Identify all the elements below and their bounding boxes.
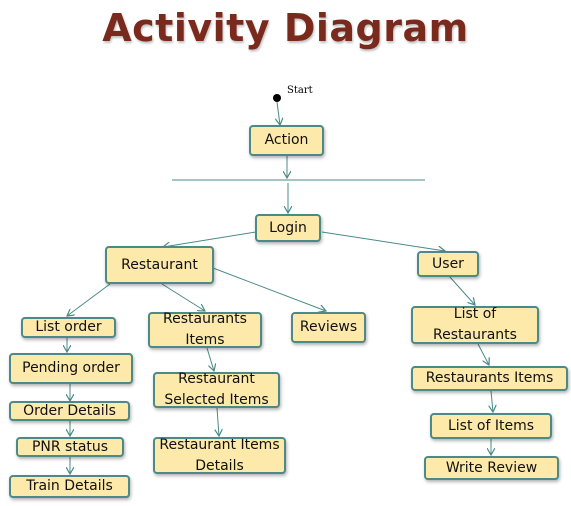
node-login: Login bbox=[255, 214, 321, 242]
node-pnr-status: PNR status bbox=[16, 437, 124, 457]
node-order-details: Order Details bbox=[9, 401, 130, 421]
node-restaurant: Restaurant bbox=[105, 246, 214, 284]
node-action: Action bbox=[249, 125, 324, 156]
edge-selected-details bbox=[217, 407, 219, 436]
node-list-of-items: List of Items bbox=[430, 413, 552, 439]
node-restaurant-selected-items: Restaurant Selected Items bbox=[153, 371, 280, 408]
node-restaurant-items-details: Restaurant Items Details bbox=[153, 437, 286, 474]
node-user: User bbox=[417, 251, 479, 277]
node-list-of-restaurants: List of Restaurants bbox=[411, 306, 539, 344]
edge-restaurant-reviews bbox=[212, 267, 326, 311]
edge-login-restaurant bbox=[163, 231, 257, 247]
node-pending-order: Pending order bbox=[9, 353, 133, 384]
node-write-review: Write Review bbox=[424, 456, 559, 480]
edge-restitems-listitems bbox=[491, 390, 493, 412]
edge-start-action bbox=[277, 101, 280, 125]
node-train-details: Train Details bbox=[9, 475, 130, 498]
diagram-title: Activity Diagram bbox=[102, 6, 469, 50]
node-user-restaurants-items: Restaurants Items bbox=[411, 366, 568, 391]
edge-user-listrest bbox=[448, 275, 475, 305]
edge-listrest-restitems bbox=[477, 343, 489, 365]
edge-restaurant-restitems bbox=[161, 283, 205, 311]
edge-restitems-selected bbox=[206, 347, 214, 371]
start-label: Start bbox=[287, 85, 313, 96]
node-list-order: List order bbox=[21, 317, 116, 338]
node-restaurants-items: Restaurants Items bbox=[148, 311, 262, 348]
node-reviews: Reviews bbox=[291, 312, 366, 343]
edge-login-user bbox=[321, 231, 445, 251]
start-node bbox=[273, 94, 281, 102]
edge-restaurant-listorder bbox=[67, 283, 111, 316]
